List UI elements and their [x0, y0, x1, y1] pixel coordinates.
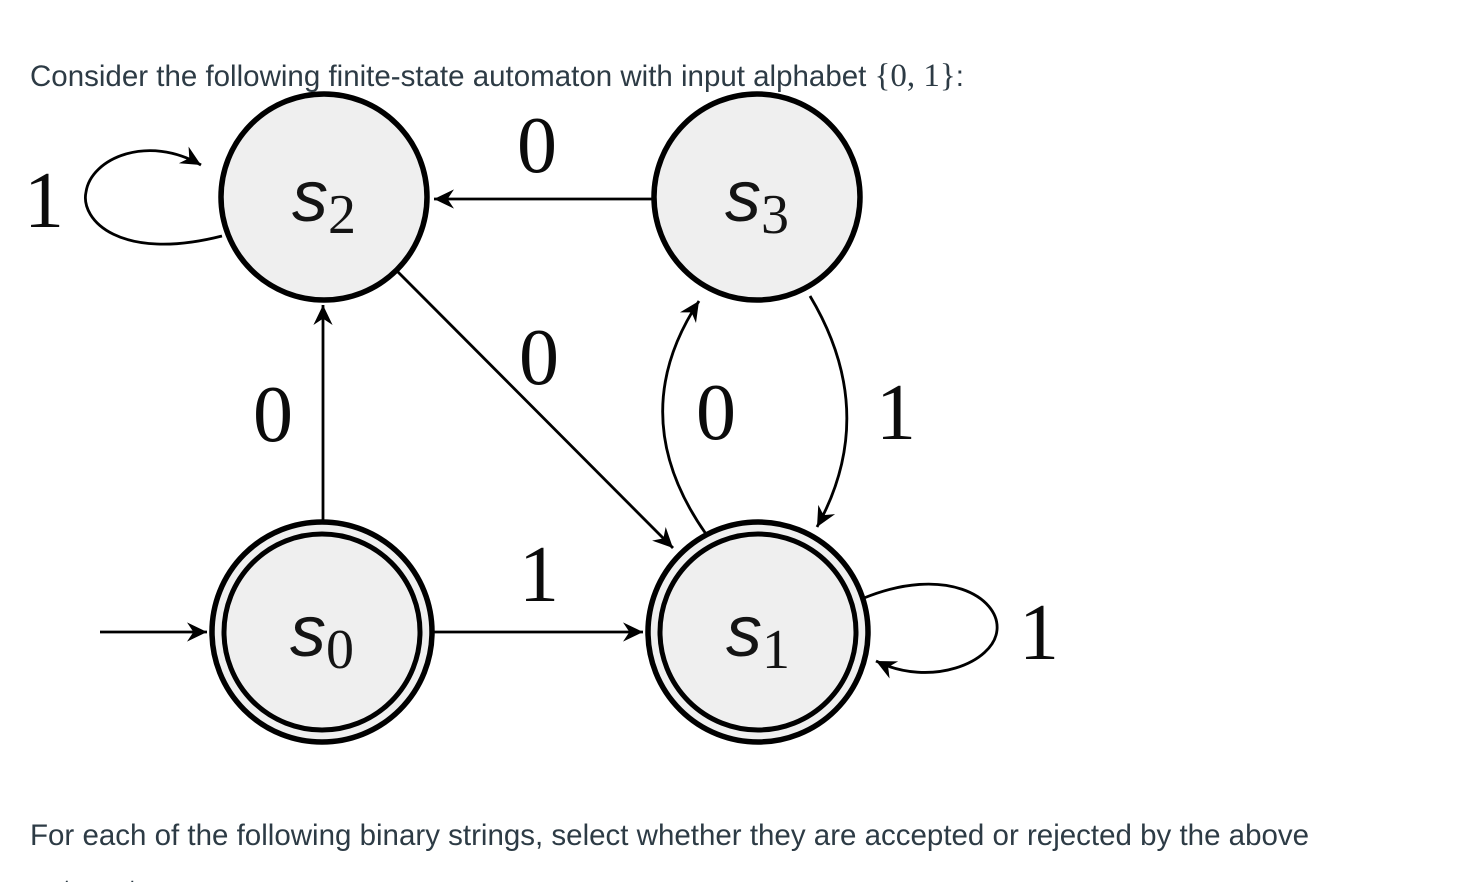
state-s0-label: s0 — [290, 592, 354, 681]
edge-label-s1-s3: 0 — [696, 369, 736, 457]
edge-label-s3-s1: 1 — [876, 369, 916, 457]
state-s3-label-main: s — [725, 157, 761, 237]
state-s0-inner-circle — [221, 531, 423, 733]
state-s2-label-sub: 2 — [328, 184, 356, 246]
state-s3: s3 — [651, 91, 863, 303]
question-intro-suffix: : — [955, 59, 964, 93]
state-s2-label-main: s — [292, 157, 328, 237]
edge-s1-self-loop — [863, 582, 999, 679]
state-s3-label: s3 — [725, 157, 789, 246]
state-s3-label-sub: 3 — [761, 184, 789, 246]
edge-label-s0-s2: 0 — [253, 371, 293, 459]
state-s0-circle — [209, 519, 435, 745]
state-s1-circle — [645, 519, 871, 745]
edge-label-s1-loop: 1 — [1019, 589, 1059, 677]
edge-label-s2-s1: 0 — [519, 314, 559, 402]
state-s3-circle — [651, 91, 863, 303]
edge-label-s3-s2: 0 — [517, 102, 557, 190]
edge-s1-to-s3 — [661, 300, 708, 535]
question-footer: For each of the following binary strings… — [30, 808, 1309, 882]
state-s1: s1 — [645, 519, 871, 745]
state-s1-inner-circle — [657, 531, 859, 733]
question-intro: Consider the following finite-state auto… — [30, 54, 964, 99]
edge-s2-self-loop — [84, 146, 223, 246]
state-s2: s2 — [218, 91, 430, 303]
question-intro-prefix: Consider the following finite-state auto… — [30, 59, 875, 93]
edge-s2-to-s1 — [396, 270, 674, 549]
state-s1-label: s1 — [726, 592, 790, 681]
edge-label-s2-loop: 1 — [24, 157, 64, 245]
state-s1-label-sub: 1 — [762, 619, 790, 681]
edge-label-s0-s1: 1 — [519, 531, 559, 619]
question-footer-line: For each of the following binary strings… — [30, 818, 1310, 852]
question-footer-line: automaton. — [30, 863, 1309, 882]
state-s0-label-sub: 0 — [326, 619, 354, 681]
state-s1-label-main: s — [726, 592, 762, 672]
state-s0: s0 — [209, 519, 435, 745]
state-s2-label: s2 — [292, 157, 356, 246]
state-s0-label-main: s — [290, 592, 326, 672]
alphabet-math-text: {0, 1} — [874, 57, 956, 94]
edge-s3-to-s1 — [808, 295, 849, 528]
state-s2-circle — [218, 91, 430, 303]
